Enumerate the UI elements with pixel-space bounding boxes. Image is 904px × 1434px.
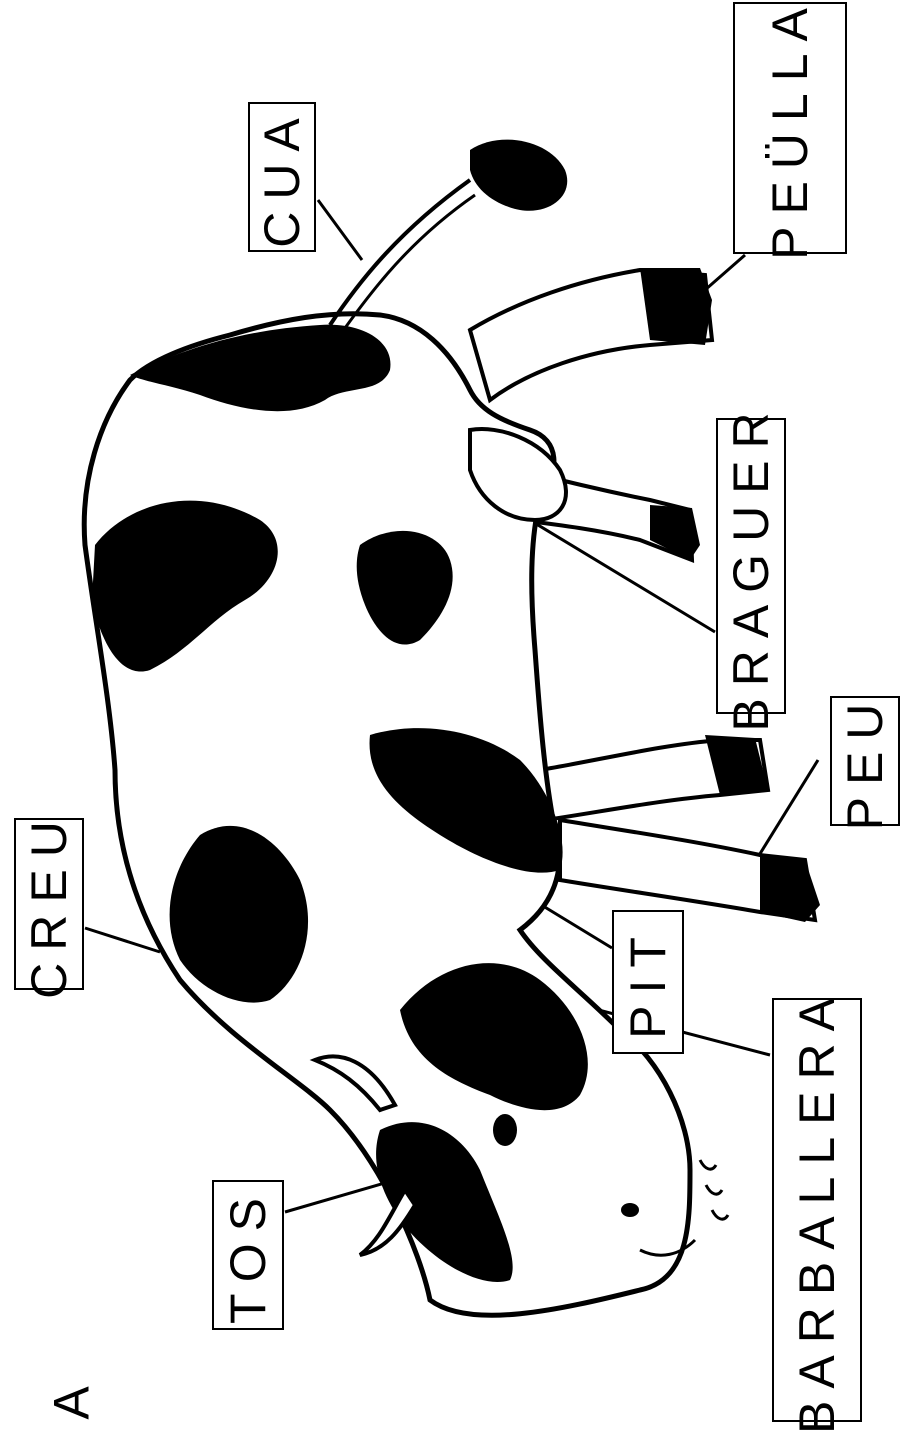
- horn-bottom: [358, 1186, 418, 1257]
- hoof-fore-near: [760, 855, 820, 922]
- hoof-hind-near: [640, 268, 712, 345]
- leader-creu: [84, 926, 161, 954]
- spot-rump: [130, 324, 391, 412]
- label-creu: CREU: [14, 809, 84, 999]
- label-barballera-text: BARBALLERA: [789, 986, 845, 1434]
- leader-braguer: [504, 503, 716, 634]
- fore-leg-near: [558, 817, 818, 923]
- label-peulla-text: PEÜLLA: [762, 0, 818, 260]
- spot-tail-tip: [470, 139, 568, 211]
- breath-puffs: [698, 1159, 730, 1221]
- cow-tail: [328, 178, 472, 327]
- leader-peulla: [704, 253, 746, 292]
- stray-letter: A: [43, 1386, 100, 1420]
- label-peulla: PEÜLLA: [733, 0, 847, 260]
- leader-tos: [284, 1178, 396, 1214]
- leader-cua: [316, 199, 364, 261]
- label-braguer-text: BRAGUER: [723, 400, 779, 732]
- spot-belly: [356, 530, 453, 645]
- cow-mouth: [639, 1238, 697, 1257]
- cow-udder: [468, 427, 568, 523]
- cow-nostril: [621, 1203, 639, 1217]
- label-tos-text: TOS: [220, 1186, 276, 1324]
- label-pit: PIT: [612, 910, 684, 1054]
- spot-back: [169, 825, 309, 1003]
- cow-tail-inner: [338, 193, 476, 336]
- label-peu-text: PEU: [837, 691, 893, 831]
- cow-eye: [493, 1114, 517, 1146]
- label-tos: TOS: [212, 1180, 284, 1330]
- label-creu-text: CREU: [21, 809, 77, 999]
- label-barballera: BARBALLERA: [772, 986, 862, 1434]
- label-peu: PEU: [830, 692, 900, 830]
- cow-horns: [309, 1054, 418, 1257]
- label-cua-text: CUA: [254, 106, 310, 248]
- label-braguer: BRAGUER: [716, 400, 786, 732]
- cow-face-details: [493, 1114, 730, 1257]
- cow-spots: [92, 139, 588, 1282]
- spot-head: [376, 1122, 513, 1282]
- spot-neck: [400, 963, 588, 1111]
- hoof-fore-far: [705, 735, 768, 795]
- label-pit-text: PIT: [620, 925, 676, 1039]
- label-cua: CUA: [248, 102, 316, 252]
- hooves: [640, 268, 820, 922]
- hoof-hind-far: [650, 505, 700, 560]
- spot-flank: [92, 500, 278, 672]
- spot-shoulder: [369, 728, 563, 873]
- horn-top: [309, 1054, 398, 1113]
